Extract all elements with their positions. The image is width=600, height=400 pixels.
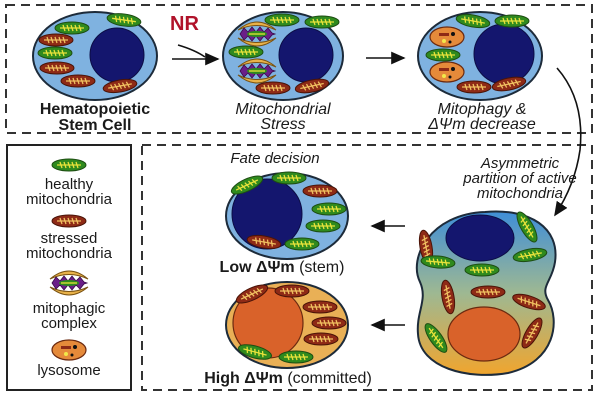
mitochondrial-stress-cell [222,11,344,101]
step-1-label-line1: Hematopoietic [40,101,150,118]
healthy-mitochondria-icon [51,158,87,172]
curved-arrow-icon [554,67,582,217]
high-potential-label-rest: (committed) [283,370,372,387]
fate-decision-title: Fate decision [230,150,319,167]
step-3-label-line1: Mitophagy & [438,101,527,118]
low-potential-label-bold: Low ΔΨm [220,259,295,276]
mitophagy-cell [417,11,543,101]
nr-treatment-label: NR [170,13,199,35]
legend-stressed-line2: mitochondria [26,245,113,262]
low-potential-label-rest: (stem) [295,259,345,276]
step-2-label-line2: Stress [260,116,305,133]
legend-complex-line2: complex [41,315,97,332]
top-panel-frame [5,4,593,134]
legend-stressed-line1: stressed [41,230,98,247]
dividing-cell [415,208,557,376]
legend-healthy-line1: healthy [45,176,94,193]
mitophagic-complex-icon [49,270,89,296]
legend-box [6,144,132,391]
high-potential-label: High ΔΨm (committed) [204,370,372,387]
legend-complex-line1: mitophagic [33,300,106,317]
partition-label-line2: partition of active [462,170,576,187]
legend-healthy-line2: mitochondria [26,191,113,208]
high-potential-label-bold: High ΔΨm [204,370,283,387]
partition-label-line1: Asymmetric [480,155,560,172]
nr-curve-icon [177,44,206,58]
step-1-label-line2: Stem Cell [59,117,132,134]
high-potential-committed-cell [225,280,349,369]
hematopoietic-stem-cell [32,11,158,101]
partition-label-line3: mitochondria [477,185,563,202]
bottom-panel-frame [141,144,593,391]
low-potential-stem-cell [225,171,349,260]
low-potential-label: Low ΔΨm (stem) [220,259,345,276]
stressed-mitochondria-icon [51,214,87,228]
step-2-label-line1: Mitochondrial [235,101,331,118]
step-3-label-line2: ΔΨm decrease [427,116,536,133]
lysosome-icon [51,339,87,361]
legend-lysosome-label: lysosome [37,362,100,379]
